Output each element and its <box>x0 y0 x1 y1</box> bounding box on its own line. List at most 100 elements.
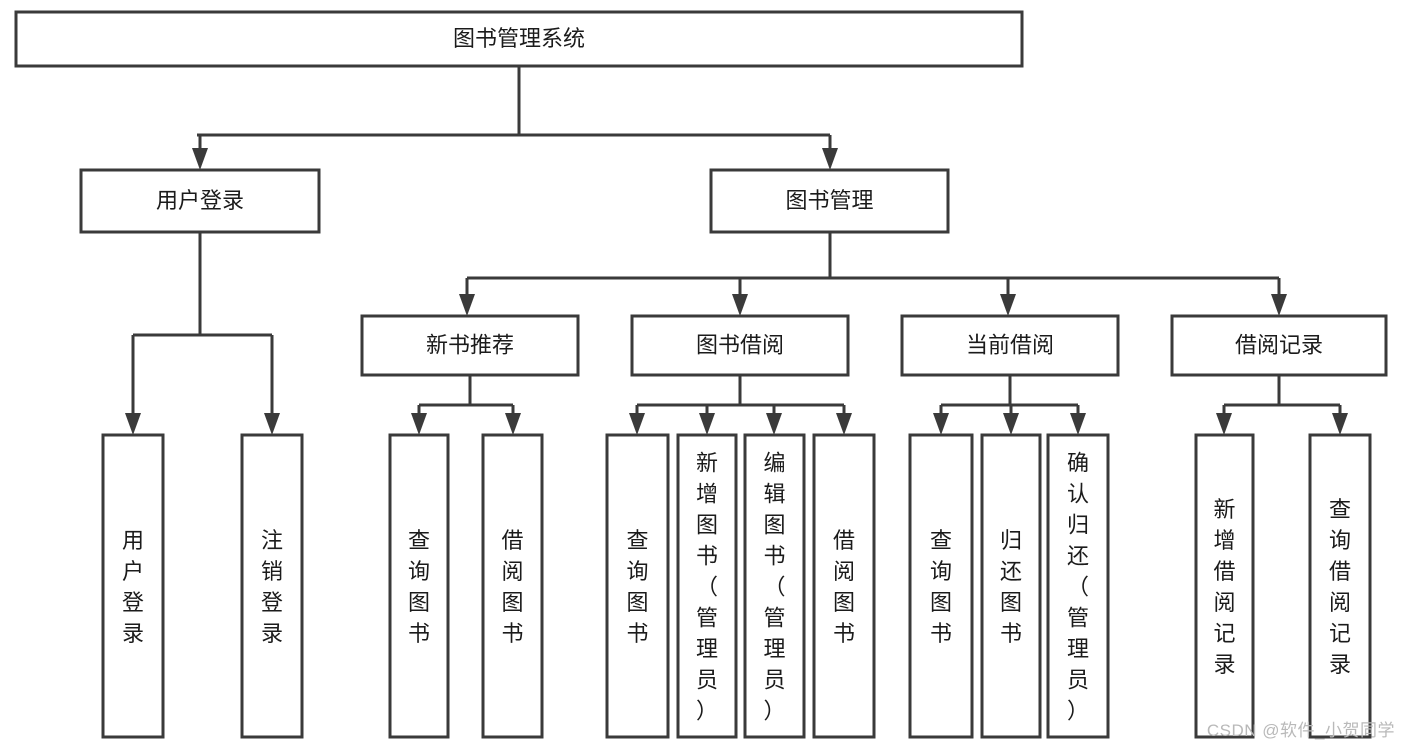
arrow-head-icon <box>629 413 645 435</box>
arrow-to-leaf-confirm-return <box>1070 405 1086 435</box>
node-label: 新增借阅记录 <box>1213 497 1235 677</box>
connector-bus-user-login <box>133 232 272 337</box>
arrow-to-book-manage <box>822 135 838 170</box>
node-leaf-query-book-1[interactable]: 查询图书 <box>388 433 450 739</box>
node-label: 借阅图书 <box>833 528 855 646</box>
node-label: 查询图书 <box>930 528 952 646</box>
arrow-to-current-borrow <box>1000 278 1016 316</box>
node-label: 借阅图书 <box>501 528 523 646</box>
arrow-to-book-borrow <box>732 278 748 316</box>
node-box <box>1308 433 1372 739</box>
node-leaf-add-record[interactable]: 新增借阅记录 <box>1194 433 1255 739</box>
node-label: 编辑图书（管理员） <box>763 451 785 724</box>
node-leaf-borrow-book-2[interactable]: 借阅图书 <box>812 433 876 739</box>
node-box <box>900 314 1120 377</box>
connector-bus-new-book-rec <box>419 375 513 407</box>
node-leaf-confirm-return[interactable]: 确认归还（管理员） <box>1046 433 1110 739</box>
node-leaf-query-book-2[interactable]: 查询图书 <box>605 433 670 739</box>
arrow-to-leaf-borrow-book-2 <box>836 405 852 435</box>
arrow-head-icon <box>1003 413 1019 435</box>
arrow-head-icon <box>732 294 748 316</box>
arrow-to-leaf-query-book-1 <box>411 405 427 435</box>
arrow-head-icon <box>459 294 475 316</box>
arrow-head-icon <box>192 148 208 170</box>
connector-bus-book-manage <box>467 232 1279 280</box>
node-label: 用户登录 <box>156 188 244 213</box>
node-label: 当前借阅 <box>966 332 1054 357</box>
arrow-to-leaf-query-book-2 <box>629 405 645 435</box>
node-box <box>1194 433 1255 739</box>
node-user-login[interactable]: 用户登录 <box>79 168 321 234</box>
node-label: 新增图书（管理员） <box>696 451 718 724</box>
node-leaf-user-login[interactable]: 用户登录 <box>101 433 165 739</box>
node-box <box>676 433 738 739</box>
node-new-book-rec[interactable]: 新书推荐 <box>360 314 580 377</box>
arrow-head-icon <box>125 413 141 435</box>
arrow-to-leaf-query-book-3 <box>933 405 949 435</box>
node-box <box>812 433 876 739</box>
arrow-head-icon <box>1070 413 1086 435</box>
arrow-head-icon <box>411 413 427 435</box>
node-leaf-query-record[interactable]: 查询借阅记录 <box>1308 433 1372 739</box>
arrow-head-icon <box>1216 413 1232 435</box>
arrow-head-icon <box>836 413 852 435</box>
node-label: 查询借阅记录 <box>1329 497 1351 677</box>
arrow-to-leaf-user-login <box>125 335 141 435</box>
arrow-head-icon <box>699 413 715 435</box>
connector-bus-book-borrow <box>637 375 844 407</box>
node-box <box>388 433 450 739</box>
arrow-to-leaf-query-record <box>1332 405 1348 435</box>
arrow-head-icon <box>1332 413 1348 435</box>
connector-bus-borrow-record <box>1224 375 1340 407</box>
node-box <box>630 314 850 377</box>
node-leaf-borrow-book-1[interactable]: 借阅图书 <box>481 433 544 739</box>
node-box <box>1170 314 1388 377</box>
node-box <box>709 168 950 234</box>
arrow-to-leaf-edit-book <box>766 405 782 435</box>
arrow-head-icon <box>1271 294 1287 316</box>
node-label: 图书管理 <box>785 188 873 213</box>
node-root-system[interactable]: 图书管理系统 <box>14 10 1024 68</box>
node-leaf-edit-book[interactable]: 编辑图书（管理员） <box>743 433 806 739</box>
node-book-borrow[interactable]: 图书借阅 <box>630 314 850 377</box>
node-book-manage[interactable]: 图书管理 <box>709 168 950 234</box>
arrow-to-leaf-borrow-book-1 <box>505 405 521 435</box>
node-box <box>79 168 321 234</box>
arrow-to-leaf-add-record <box>1216 405 1232 435</box>
arrow-to-leaf-add-book <box>699 405 715 435</box>
node-box <box>481 433 544 739</box>
node-leaf-add-book[interactable]: 新增图书（管理员） <box>676 433 738 739</box>
node-leaf-logout[interactable]: 注销登录 <box>240 433 304 739</box>
node-label: 新书推荐 <box>426 332 514 357</box>
arrow-to-borrow-record <box>1271 278 1287 316</box>
node-box <box>240 433 304 739</box>
node-current-borrow[interactable]: 当前借阅 <box>900 314 1120 377</box>
node-label: 归还图书 <box>1000 528 1022 646</box>
node-box <box>101 433 165 739</box>
node-label: 图书借阅 <box>696 332 784 357</box>
node-box <box>980 433 1042 739</box>
node-box <box>14 10 1024 68</box>
node-leaf-query-book-3[interactable]: 查询图书 <box>908 433 974 739</box>
arrow-head-icon <box>505 413 521 435</box>
arrow-to-leaf-logout <box>264 335 280 435</box>
node-borrow-record[interactable]: 借阅记录 <box>1170 314 1388 377</box>
node-box <box>360 314 580 377</box>
connector-bus-root <box>197 66 830 137</box>
arrow-to-new-book-rec <box>459 278 475 316</box>
arrow-head-icon <box>822 148 838 170</box>
arrow-head-icon <box>933 413 949 435</box>
node-label: 确认归还（管理员） <box>1067 451 1089 724</box>
arrow-head-icon <box>264 413 280 435</box>
node-leaf-return-book[interactable]: 归还图书 <box>980 433 1042 739</box>
arrow-head-icon <box>766 413 782 435</box>
node-label: 查询图书 <box>408 528 430 646</box>
connector-bus-current-borrow <box>941 375 1078 407</box>
arrow-to-leaf-return-book <box>1003 405 1019 435</box>
node-label: 借阅记录 <box>1235 332 1323 357</box>
node-box <box>908 433 974 739</box>
node-label: 用户登录 <box>122 528 144 646</box>
node-label: 查询图书 <box>626 528 648 646</box>
